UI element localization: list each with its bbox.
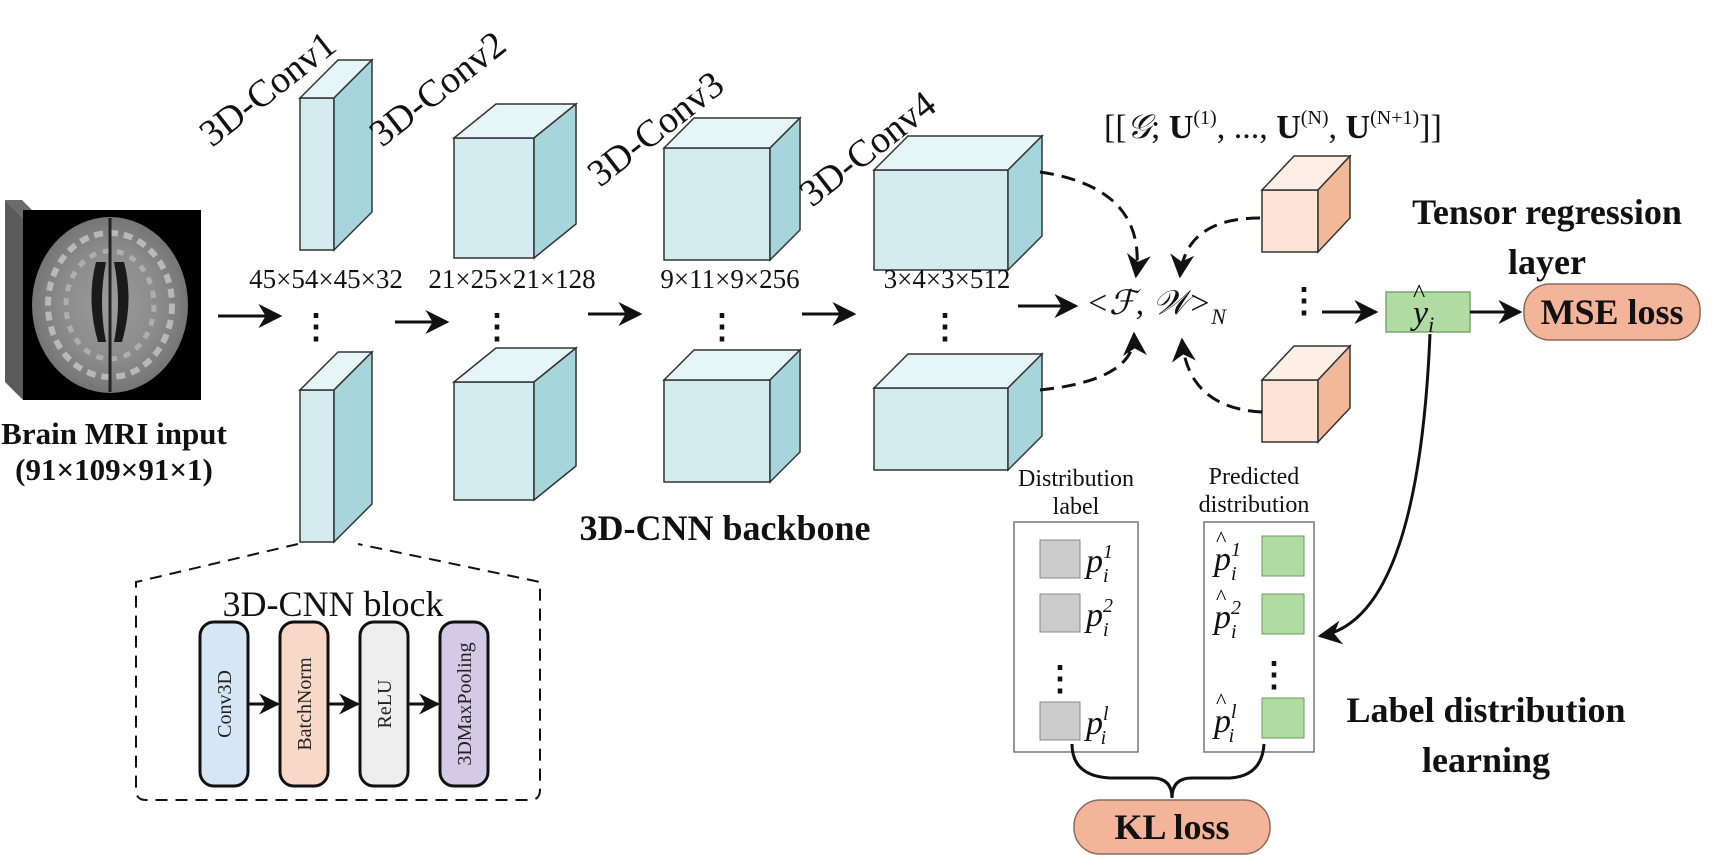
dist-label-square-1 [1039, 539, 1081, 579]
pred-dist-square-2 [1261, 593, 1305, 635]
conv4-top [872, 134, 1044, 272]
conv1-dots: ⋮ [299, 309, 333, 346]
layer-batchnorm-label: BatchNorm [294, 657, 316, 751]
tensor-factor-bottom-side [1317, 344, 1351, 444]
dash-conv4top-inner [1039, 170, 1151, 279]
layer-relu-label: ReLU [374, 679, 396, 728]
tensor-factor-top [1260, 154, 1352, 254]
ldl-label-line1: Label distribution [1346, 690, 1625, 730]
mri-input [5, 200, 201, 400]
conv4-bottom-side [1007, 352, 1043, 472]
pred-dist-dots: ⋮ [1257, 657, 1291, 694]
conv-cubes [298, 58, 1044, 544]
kl-loss-label: KL loss [1114, 807, 1229, 847]
mse-loss-label: MSE loss [1540, 292, 1683, 332]
conv3-bottom-front [663, 379, 771, 483]
tensor-regression-label-line1: Tensor regression [1412, 192, 1682, 232]
conv1-bottom-front [299, 389, 335, 543]
pred-dist-square-1 [1261, 535, 1305, 577]
conv2-top-side [533, 102, 577, 260]
dash-tensorbot-inner [1171, 337, 1263, 414]
pred-dist-title-line2: distribution [1199, 492, 1310, 518]
dist-label-title-line1: Distribution [1018, 466, 1134, 492]
conv4-dots: ⋮ [928, 309, 962, 346]
tensor-factor-top-front [1261, 189, 1319, 253]
layer-conv3d-label: Conv3D [214, 670, 236, 738]
conv2-bottom-front [453, 381, 535, 501]
arrow-pred-distribution [1317, 333, 1432, 645]
pred-dist-title-line1: Predicted [1209, 464, 1300, 490]
cnn-block-frame [135, 543, 541, 801]
conv4-top-side [1007, 134, 1043, 272]
dash-tensortop-inner [1170, 216, 1261, 279]
conv4-dims: 3×4×3×512 [884, 264, 1011, 294]
kl-loss-box [1073, 799, 1271, 855]
pred-dist-hat-2: ^ [1216, 584, 1227, 609]
tensor-factor-bottom-front [1261, 379, 1319, 443]
mri-slab-side [5, 200, 23, 400]
prediction-hat: ^ [1413, 279, 1425, 308]
conv3-bottom [662, 348, 802, 484]
pred-dist-square-3 [1261, 697, 1305, 739]
conv3-dots: ⋮ [705, 309, 739, 346]
cnn-block-layers [198, 620, 490, 788]
pred-dist-hat-3: ^ [1216, 688, 1227, 713]
tensor-factor-top-side [1317, 154, 1351, 254]
conv4-top-front [873, 169, 1009, 271]
layer-maxpool-label: 3DMaxPooling [454, 642, 476, 765]
conv3-bottom-side [769, 348, 801, 484]
conv3-top [662, 116, 802, 262]
conv2-top [451, 102, 579, 260]
dist-label-title-line2: label [1053, 494, 1100, 520]
dash-conv4bot-inner [1039, 331, 1147, 392]
mri-input-label-line1: Brain MRI input [1, 416, 227, 451]
prediction-y: yi [1410, 295, 1434, 337]
mse-loss-box [1523, 283, 1701, 341]
conv1-top-front [299, 97, 335, 251]
conv1-top-side [333, 58, 373, 252]
dist-label-dots: ⋮ [1043, 661, 1077, 698]
backbone-label: 3D-CNN backbone [579, 508, 870, 548]
tensor-regression-label-line2: layer [1508, 242, 1586, 282]
conv3-dims: 9×11×9×256 [660, 264, 799, 294]
conv1-bottom-side [333, 350, 373, 544]
conv2-dims: 21×25×21×128 [428, 264, 595, 294]
conv2-dots: ⋮ [480, 309, 514, 346]
pred-dist-hat-1: ^ [1216, 526, 1227, 551]
prediction-box [1385, 291, 1471, 333]
tensor-formula: [[𝒢; U(1), ..., U(N), U(N+1)]] [1104, 107, 1442, 146]
conv2-bottom-side [533, 346, 577, 502]
tensor-factor-bottom [1260, 344, 1352, 444]
conv3-top-front [663, 147, 771, 261]
conv4-bottom-front [873, 387, 1009, 471]
tensor-dots: ⋮ [1287, 283, 1321, 320]
kl-brace [1070, 743, 1266, 799]
mri-input-label-line2: (91×109×91×1) [15, 452, 213, 487]
inner-product: <ℱ, 𝒲>N [1086, 285, 1227, 329]
dist-label-square-2 [1039, 593, 1081, 633]
dist-label-square-3 [1039, 701, 1081, 741]
conv2-top-front [453, 137, 535, 259]
cnn-block-title: 3D-CNN block [223, 584, 444, 624]
conv3-top-side [769, 116, 801, 262]
conv1-bottom [298, 350, 374, 544]
ldl-label-line2: learning [1422, 740, 1550, 780]
conv1-top [298, 58, 374, 252]
conv1-dims: 45×54×45×32 [249, 264, 403, 294]
tensor-factors [1260, 154, 1352, 444]
conv2-bottom [451, 346, 579, 502]
conv4-bottom [872, 352, 1044, 472]
